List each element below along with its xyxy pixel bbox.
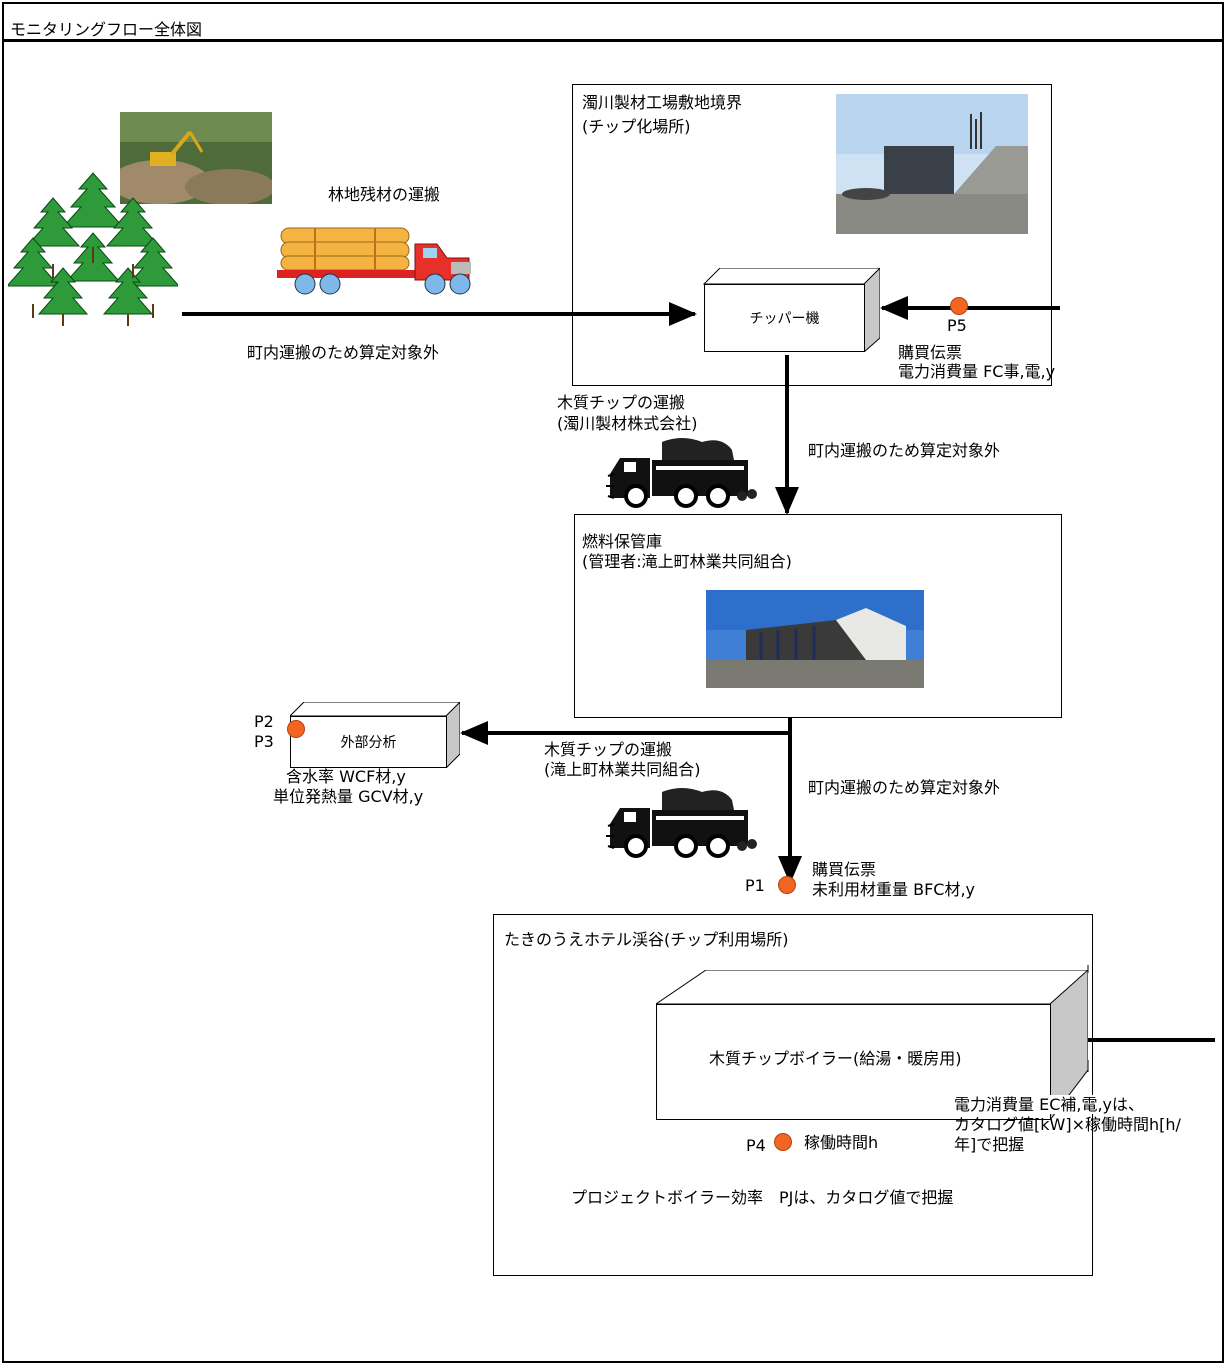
monitor-point-p4 (774, 1133, 792, 1151)
p5-label: P5 (947, 316, 967, 335)
storage-title: 燃料保管庫 (582, 532, 663, 551)
chip-truck-icon-1 (606, 436, 758, 508)
outside-scope-label-1: 町内運搬のため算定対象外 (247, 343, 440, 362)
p1-line2: 未利用材重量 BFC材,y (812, 880, 975, 899)
forestry-photo (120, 112, 272, 204)
analysis-calorific: 単位発熱量 GCV材,y (273, 787, 424, 806)
p2-label: P2 (254, 712, 274, 731)
forest-trees-icon (5, 168, 181, 328)
p5-line1: 購買伝票 (898, 343, 963, 362)
boiler-label: 木質チップボイラー(給湯・暖房用) (656, 1004, 1051, 1120)
p1-line1: 購買伝票 (812, 860, 877, 879)
outside-scope-label-3: 町内運搬のため算定対象外 (808, 778, 1001, 797)
chipper-machine-box: チッパー機 (698, 268, 880, 352)
outside-scope-label-2: 町内運搬のため算定対象外 (808, 441, 1001, 460)
analysis-moisture: 含水率 WCF材,y (286, 767, 406, 786)
storage-subtitle: (管理者:滝上町林業共同組合) (582, 552, 792, 571)
hotel-title: たきのうえホテル渓谷(チップ利用場所) (504, 930, 789, 949)
monitor-point-p1 (778, 876, 796, 894)
chipper-label: チッパー機 (704, 284, 865, 352)
monitor-point-p5 (950, 297, 968, 315)
boiler-power-line2: カタログ値[kW]×稼働時間h[h/ (954, 1115, 1181, 1134)
chip-truck-icon-2 (606, 786, 758, 858)
forest-transport-label: 林地残材の運搬 (328, 185, 441, 204)
p3-label: P3 (254, 732, 274, 751)
sawmill-subtitle: (チップ化場所) (582, 117, 691, 136)
storage-photo (706, 590, 924, 688)
chip-transport-2-line1: 木質チップの運搬 (544, 740, 673, 759)
boiler-efficiency-note: プロジェクトボイラー効率 PJは、カタログ値で把握 (571, 1188, 954, 1207)
external-analysis-label: 外部分析 (290, 716, 447, 768)
chip-transport-2-line2: (滝上町林業共同組合) (544, 760, 701, 779)
p4-operating-hours: 稼働時間h (804, 1133, 879, 1152)
monitor-point-p2-p3 (287, 720, 305, 738)
log-truck-icon (275, 218, 480, 300)
sawmill-boundary-box (572, 84, 1052, 386)
sawmill-title: 濁川製材工場敷地境界 (582, 93, 743, 112)
chip-transport-1-line2: (濁川製材株式会社) (557, 414, 698, 433)
p5-line2: 電力消費量 FC事,電,y (898, 362, 1056, 381)
boiler-power-line1: 電力消費量 EC補,電,yは、 (954, 1095, 1145, 1114)
boiler-power-line3: 年]で把握 (954, 1135, 1025, 1154)
chip-transport-1-line1: 木質チップの運搬 (557, 393, 686, 412)
external-analysis-box: 外部分析 (290, 702, 460, 768)
diagram-title: モニタリングフロー全体図 (10, 20, 203, 39)
sawmill-photo (836, 94, 1028, 234)
p4-label: P4 (746, 1136, 766, 1155)
p1-label: P1 (745, 876, 765, 895)
title-bar: モニタリングフロー全体図 (2, 2, 1224, 42)
fuel-storage-box (574, 514, 1062, 718)
